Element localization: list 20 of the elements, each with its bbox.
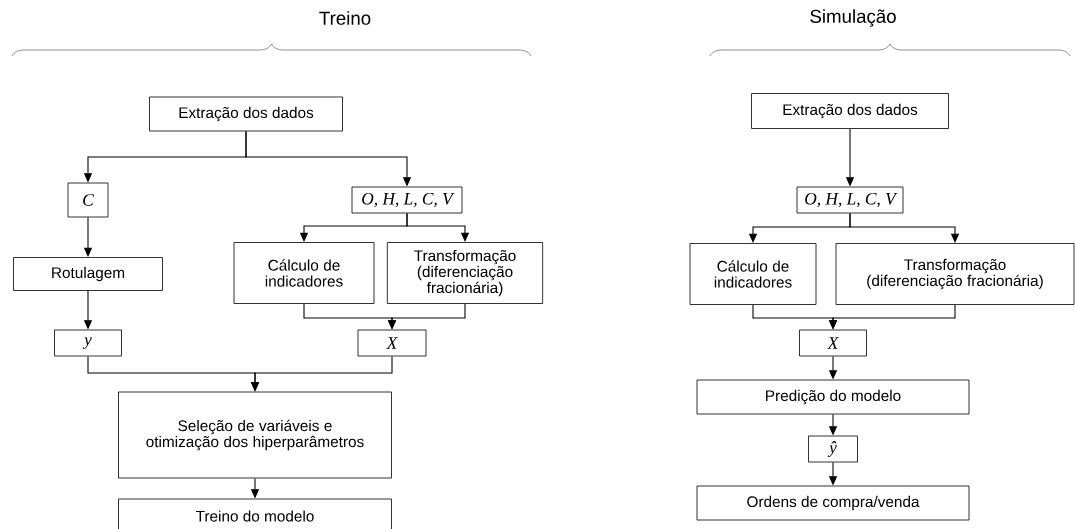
process-box: Treino do modelo — [118, 498, 392, 529]
variable-box: X — [357, 329, 427, 357]
process-box: Transformação (diferenciação fracionária) — [386, 242, 544, 304]
process-box: Transformação (diferenciação fracionária) — [835, 243, 1075, 305]
variable-box: O, H, L, C, V — [796, 186, 904, 214]
section-title: Simulação — [810, 9, 896, 27]
variable-box: y — [54, 329, 122, 357]
process-box: Extração dos dados — [149, 96, 343, 132]
process-box: Extração dos dados — [751, 93, 949, 129]
variable-box: O, H, L, C, V — [351, 186, 463, 214]
process-box: Predição do modelo — [696, 379, 970, 415]
variable-box: X — [799, 329, 867, 357]
section-title: Treino — [319, 11, 371, 25]
variable-box: C — [67, 182, 109, 218]
process-box: Rotulagem — [13, 257, 163, 291]
process-box: Seleção de variáveis e otimização dos hiperparâmetros — [118, 391, 392, 479]
process-box: Cálculo de indicadores — [689, 243, 817, 305]
variable-box: ŷ — [808, 435, 858, 463]
process-box: Ordens de compra/venda — [696, 485, 970, 521]
process-box: Cálculo de indicadores — [233, 242, 375, 304]
